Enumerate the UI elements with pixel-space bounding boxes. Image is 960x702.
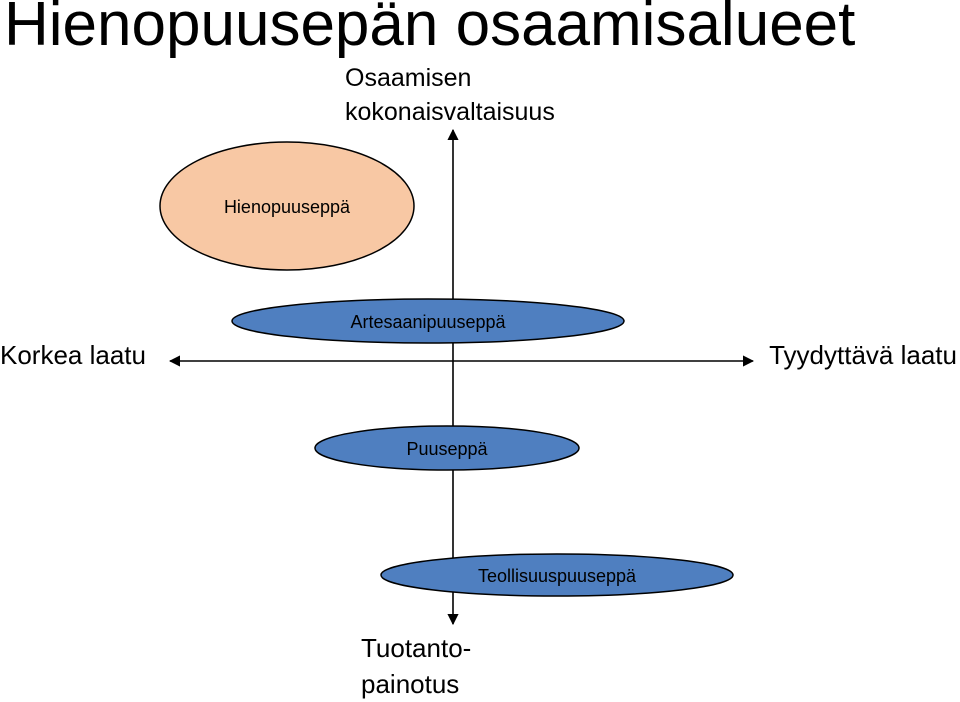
ellipse-label-teollisuuspuuseppa: Teollisuuspuuseppä: [478, 566, 637, 586]
axis-label-bottom: Tuotanto- painotus: [361, 630, 471, 702]
ellipse-label-artesaanipuuseppa: Artesaanipuuseppä: [350, 312, 506, 332]
ellipse-teollisuuspuuseppa: Teollisuuspuuseppä: [380, 553, 734, 597]
axis-label-top-line1: Osaamisen: [345, 64, 472, 92]
ellipse-hienopuuseppa: Hienopuuseppä: [159, 141, 415, 271]
axis-label-bottom-line2: painotus: [361, 669, 460, 699]
ellipse-puuseppa: Puuseppä: [314, 425, 580, 471]
axis-label-bottom-line1: Tuotanto-: [361, 633, 472, 663]
page-title: Hienopuusepän osaamisalueet: [4, 0, 856, 59]
ellipse-artesaanipuuseppa: Artesaanipuuseppä: [231, 298, 625, 344]
axis-label-left: Korkea laatu: [0, 340, 146, 370]
ellipse-label-puuseppa: Puuseppä: [406, 439, 488, 459]
ellipse-label-hienopuuseppa: Hienopuuseppä: [224, 197, 351, 217]
axis-label-right: Tyydyttävä laatu: [769, 340, 957, 370]
axis-label-top-line2: kokonaisvaltaisuus: [345, 98, 555, 126]
axis-label-top: Osaamisen kokonaisvaltaisuus: [345, 61, 555, 129]
